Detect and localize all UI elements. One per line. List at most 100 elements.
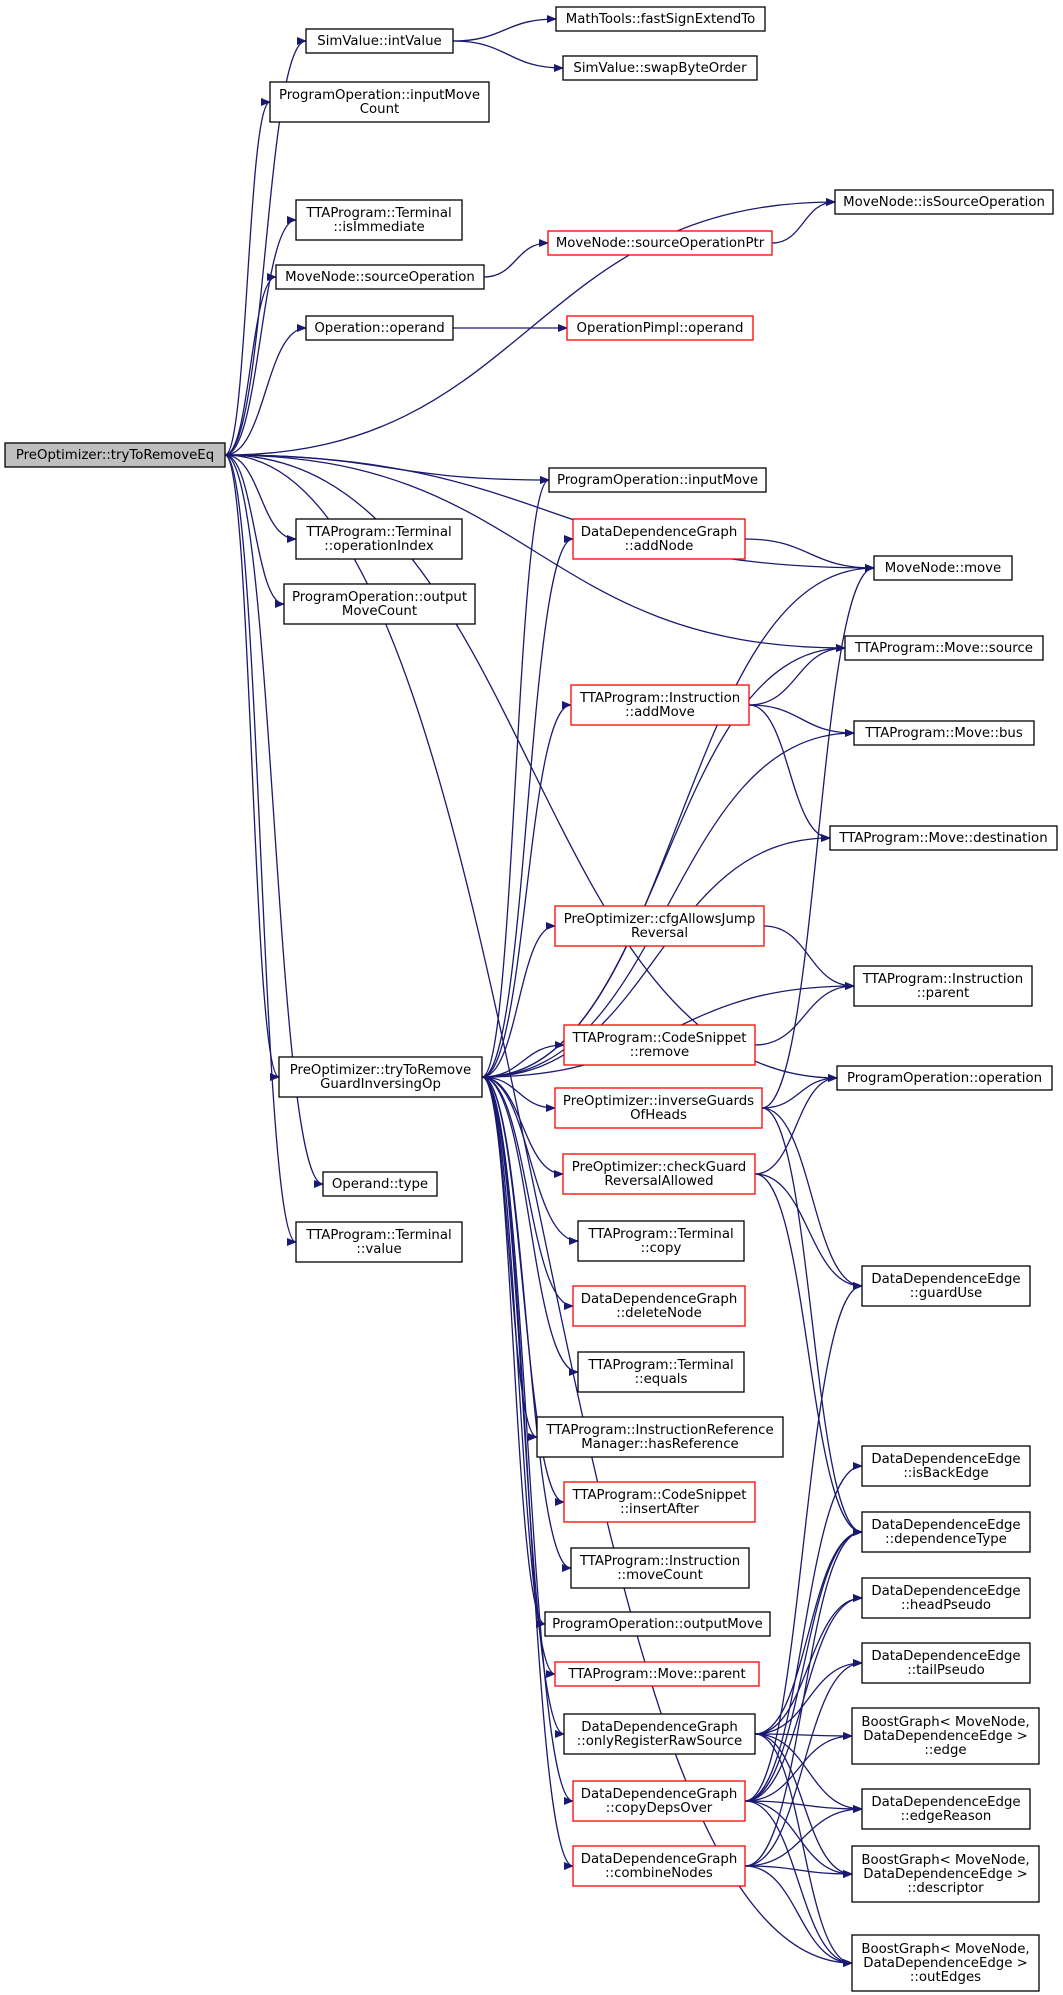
- node-n16[interactable]: TTAProgram::Move::source: [844, 635, 1044, 661]
- node-n37[interactable]: TTAProgram::Instruction::moveCount: [570, 1547, 750, 1589]
- node-n21[interactable]: TTAProgram::Instruction::parent: [853, 965, 1033, 1007]
- node-n19[interactable]: TTAProgram::Move::destination: [829, 825, 1058, 851]
- node-box-n36[interactable]: [861, 1511, 1031, 1553]
- node-box-n4[interactable]: [269, 81, 490, 123]
- node-n14[interactable]: TTAProgram::Terminal::operationIndex: [295, 518, 463, 560]
- node-label-n2-0: MathTools::fastSignExtendTo: [566, 12, 755, 27]
- node-box-n37[interactable]: [570, 1547, 750, 1589]
- node-n47[interactable]: BoostGraph< MoveNode,DataDependenceEdge …: [851, 1845, 1040, 1903]
- node-n36[interactable]: DataDependenceEdge::dependenceType: [861, 1511, 1031, 1553]
- node-n30[interactable]: DataDependenceEdge::guardUse: [861, 1265, 1031, 1307]
- node-box-n17[interactable]: [570, 684, 750, 726]
- node-n7[interactable]: MoveNode::sourceOperationPtr: [547, 230, 773, 256]
- node-box-n31[interactable]: [572, 1285, 746, 1327]
- node-box-n1[interactable]: [305, 28, 454, 54]
- node-n41[interactable]: DataDependenceEdge::tailPseudo: [861, 1642, 1031, 1684]
- node-box-n26[interactable]: [562, 1153, 756, 1195]
- node-n34[interactable]: DataDependenceEdge::isBackEdge: [861, 1445, 1031, 1487]
- node-n18[interactable]: TTAProgram::Move::bus: [853, 720, 1035, 746]
- node-box-n13[interactable]: [873, 555, 1013, 581]
- node-box-n24[interactable]: [836, 1065, 1053, 1091]
- node-box-n19[interactable]: [829, 825, 1058, 851]
- edge-n23-n16: [481, 644, 846, 1078]
- node-box-n14[interactable]: [295, 518, 463, 560]
- node-n33[interactable]: TTAProgram::InstructionReferenceManager:…: [536, 1416, 784, 1458]
- node-n8[interactable]: MoveNode::sourceOperation: [275, 264, 485, 290]
- node-box-n8[interactable]: [275, 264, 485, 290]
- node-box-n5[interactable]: [834, 189, 1054, 215]
- node-box-n47[interactable]: [851, 1845, 1040, 1903]
- node-n28[interactable]: TTAProgram::Terminal::copy: [577, 1220, 745, 1262]
- node-box-n20[interactable]: [554, 905, 765, 947]
- node-n31[interactable]: DataDependenceGraph::deleteNode: [572, 1285, 746, 1327]
- node-box-n6[interactable]: [295, 199, 463, 241]
- node-box-n33[interactable]: [536, 1416, 784, 1458]
- node-n39[interactable]: ProgramOperation::outputMove: [544, 1611, 771, 1637]
- node-n27[interactable]: Operand::type: [322, 1171, 438, 1197]
- node-n22[interactable]: TTAProgram::CodeSnippet::remove: [563, 1024, 756, 1066]
- node-box-n30[interactable]: [861, 1265, 1031, 1307]
- node-n35[interactable]: TTAProgram::CodeSnippet::insertAfter: [563, 1481, 756, 1523]
- node-box-n12[interactable]: [572, 518, 746, 560]
- node-box-n42[interactable]: [563, 1713, 756, 1755]
- node-n46[interactable]: DataDependenceGraph::combineNodes: [572, 1845, 746, 1887]
- node-box-n29[interactable]: [295, 1221, 463, 1263]
- node-box-n21[interactable]: [853, 965, 1033, 1007]
- node-n11[interactable]: ProgramOperation::inputMove: [548, 467, 767, 493]
- node-box-n46[interactable]: [572, 1845, 746, 1887]
- node-n32[interactable]: TTAProgram::Terminal::equals: [577, 1351, 745, 1393]
- node-n40[interactable]: TTAProgram::Move::parent: [554, 1661, 760, 1687]
- node-box-n34[interactable]: [861, 1445, 1031, 1487]
- node-n9[interactable]: Operation::operand: [305, 315, 454, 341]
- node-n48[interactable]: BoostGraph< MoveNode,DataDependenceEdge …: [851, 1934, 1040, 1992]
- node-box-n18[interactable]: [853, 720, 1035, 746]
- node-box-n40[interactable]: [554, 1661, 760, 1687]
- node-box-n3[interactable]: [562, 55, 758, 81]
- node-n1[interactable]: SimValue::intValue: [305, 28, 454, 54]
- node-n6[interactable]: TTAProgram::Terminal::isImmediate: [295, 199, 463, 241]
- node-box-n43[interactable]: [851, 1707, 1040, 1765]
- node-box-n45[interactable]: [861, 1788, 1031, 1830]
- node-box-n23[interactable]: [278, 1056, 483, 1098]
- node-box-n15[interactable]: [283, 583, 476, 625]
- node-box-n7[interactable]: [547, 230, 773, 256]
- node-box-n28[interactable]: [577, 1220, 745, 1262]
- node-n44[interactable]: DataDependenceGraph::copyDepsOver: [572, 1780, 746, 1822]
- node-n43[interactable]: BoostGraph< MoveNode,DataDependenceEdge …: [851, 1707, 1040, 1765]
- node-box-n16[interactable]: [844, 635, 1044, 661]
- node-box-n11[interactable]: [548, 467, 767, 493]
- node-n17[interactable]: TTAProgram::Instruction::addMove: [570, 684, 750, 726]
- node-box-n32[interactable]: [577, 1351, 745, 1393]
- node-n5[interactable]: MoveNode::isSourceOperation: [834, 189, 1054, 215]
- node-n42[interactable]: DataDependenceGraph::onlyRegisterRawSour…: [563, 1713, 756, 1755]
- node-box-n35[interactable]: [563, 1481, 756, 1523]
- node-box-n39[interactable]: [544, 1611, 771, 1637]
- node-box-n10[interactable]: [566, 315, 754, 341]
- node-box-n27[interactable]: [322, 1171, 438, 1197]
- node-root[interactable]: PreOptimizer::tryToRemoveEq: [4, 442, 226, 468]
- node-box-n41[interactable]: [861, 1642, 1031, 1684]
- node-n24[interactable]: ProgramOperation::operation: [836, 1065, 1053, 1091]
- node-n45[interactable]: DataDependenceEdge::edgeReason: [861, 1788, 1031, 1830]
- node-box-n2[interactable]: [555, 6, 766, 32]
- node-box-root[interactable]: [4, 442, 226, 468]
- node-n38[interactable]: DataDependenceEdge::headPseudo: [861, 1577, 1031, 1619]
- node-n29[interactable]: TTAProgram::Terminal::value: [295, 1221, 463, 1263]
- node-box-n25[interactable]: [554, 1087, 763, 1129]
- node-box-n48[interactable]: [851, 1934, 1040, 1992]
- node-n2[interactable]: MathTools::fastSignExtendTo: [555, 6, 766, 32]
- node-box-n22[interactable]: [563, 1024, 756, 1066]
- node-n12[interactable]: DataDependenceGraph::addNode: [572, 518, 746, 560]
- node-box-n9[interactable]: [305, 315, 454, 341]
- node-box-n38[interactable]: [861, 1577, 1031, 1619]
- node-n23[interactable]: PreOptimizer::tryToRemoveGuardInversingO…: [278, 1056, 483, 1098]
- node-n3[interactable]: SimValue::swapByteOrder: [562, 55, 758, 81]
- node-box-n44[interactable]: [572, 1780, 746, 1822]
- node-n10[interactable]: OperationPimpl::operand: [566, 315, 754, 341]
- node-n13[interactable]: MoveNode::move: [873, 555, 1013, 581]
